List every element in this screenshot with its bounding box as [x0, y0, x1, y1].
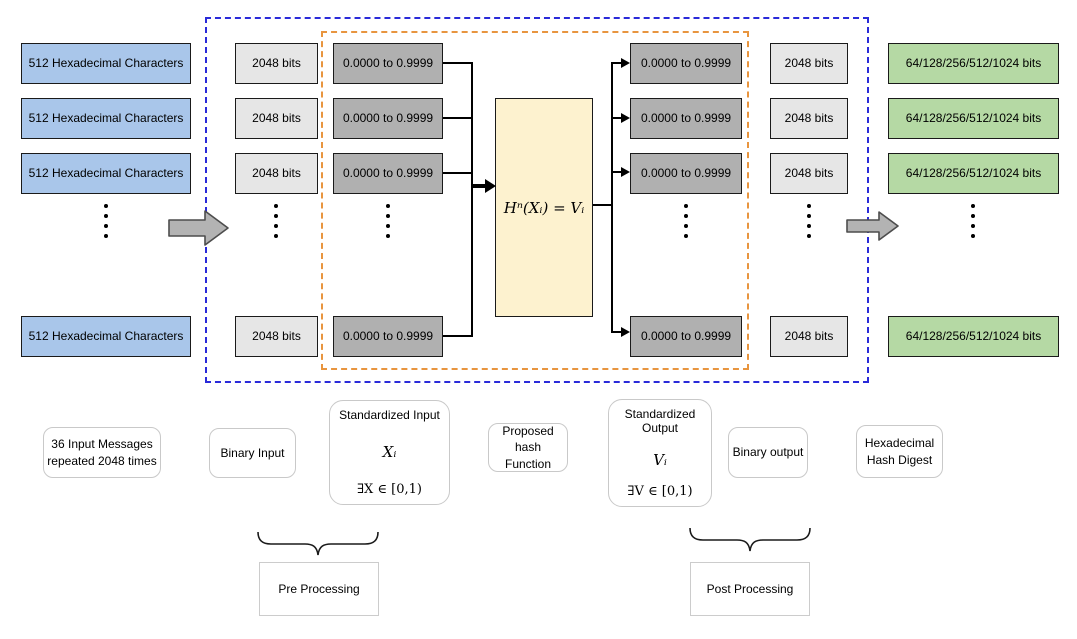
binary-input-box: 2048 bits	[235, 43, 318, 84]
connector-line	[613, 62, 623, 64]
digest-box: 64/128/256/512/1024 bits	[888, 43, 1059, 84]
connector-line	[443, 335, 473, 337]
caption-input-messages: 36 Input Messages repeated 2048 times	[43, 427, 161, 478]
connector-line	[613, 171, 623, 173]
ellipsis	[272, 204, 280, 238]
standardized-output-box: 0.0000 to 0.9999	[630, 316, 742, 357]
caption-binary-input: Binary Input	[209, 428, 296, 478]
binary-input-box: 2048 bits	[235, 98, 318, 139]
standardized-output-box: 0.0000 to 0.9999	[630, 43, 742, 84]
post-processing-brace-icon	[689, 527, 811, 552]
connector-line	[443, 172, 473, 174]
ellipsis	[682, 204, 690, 238]
ellipsis	[384, 204, 392, 238]
caption-hash-digest: Hexadecimal Hash Digest	[856, 425, 943, 478]
caption-standardized-input: Standardized Input Xᵢ ∃X ∈ [0,1)	[329, 400, 450, 505]
hex-input-box: 512 Hexadecimal Characters	[21, 43, 191, 84]
digest-box: 64/128/256/512/1024 bits	[888, 98, 1059, 139]
pre-processing-brace-icon	[257, 531, 379, 556]
connector-line	[443, 62, 473, 64]
outer-dashed-frame	[205, 17, 869, 383]
connector-line	[611, 62, 613, 333]
ellipsis	[805, 204, 813, 238]
flow-arrow-left-icon	[168, 210, 229, 246]
hex-input-box: 512 Hexadecimal Characters	[21, 153, 191, 194]
hex-input-box: 512 Hexadecimal Characters	[21, 98, 191, 139]
standardized-output-symbol: Vᵢ	[653, 450, 667, 469]
connector-line	[613, 331, 623, 333]
standardized-input-box: 0.0000 to 0.9999	[333, 153, 443, 194]
standardized-input-title: Standardized Input	[339, 408, 440, 422]
binary-output-box: 2048 bits	[770, 98, 848, 139]
standardized-output-title: Standardized Output	[624, 407, 696, 435]
connector-line	[471, 62, 473, 337]
arrowhead-icon	[621, 327, 630, 337]
pre-processing-label: Pre Processing	[259, 562, 379, 616]
post-processing-label: Post Processing	[690, 562, 810, 616]
connector-line	[443, 117, 473, 119]
connector-line	[593, 204, 613, 206]
flow-arrow-right-icon	[846, 211, 899, 241]
arrowhead-icon	[621, 167, 630, 177]
arrowhead-icon	[485, 179, 496, 193]
digest-box: 64/128/256/512/1024 bits	[888, 153, 1059, 194]
standardized-input-symbol: Xᵢ	[382, 443, 397, 461]
standardized-input-box: 0.0000 to 0.9999	[333, 43, 443, 84]
inner-dashed-frame	[321, 31, 749, 370]
binary-input-box: 2048 bits	[235, 316, 318, 357]
binary-output-box: 2048 bits	[770, 43, 848, 84]
binary-output-box: 2048 bits	[770, 153, 848, 194]
caption-standardized-output: Standardized Output Vᵢ ∃V ∈ [0,1)	[608, 399, 712, 507]
caption-hash-function: Proposed hash Function	[488, 423, 568, 472]
arrowhead-icon	[621, 113, 630, 123]
standardized-input-box: 0.0000 to 0.9999	[333, 98, 443, 139]
ellipsis	[969, 204, 977, 238]
hex-input-box: 512 Hexadecimal Characters	[21, 316, 191, 357]
binary-output-box: 2048 bits	[770, 316, 848, 357]
standardized-output-box: 0.0000 to 0.9999	[630, 153, 742, 194]
hash-function-box: Hⁿ(Xᵢ) = Vᵢ	[495, 98, 593, 317]
digest-box: 64/128/256/512/1024 bits	[888, 316, 1059, 357]
standardized-input-box: 0.0000 to 0.9999	[333, 316, 443, 357]
standardized-output-box: 0.0000 to 0.9999	[630, 98, 742, 139]
connector-line	[613, 117, 623, 119]
caption-binary-output: Binary output	[728, 427, 808, 478]
arrowhead-icon	[621, 58, 630, 68]
standardized-input-domain: ∃X ∈ [0,1)	[356, 482, 422, 497]
standardized-output-domain: ∃V ∈ [0,1)	[627, 484, 693, 499]
connector-line	[473, 184, 487, 188]
binary-input-box: 2048 bits	[235, 153, 318, 194]
ellipsis	[102, 204, 110, 238]
